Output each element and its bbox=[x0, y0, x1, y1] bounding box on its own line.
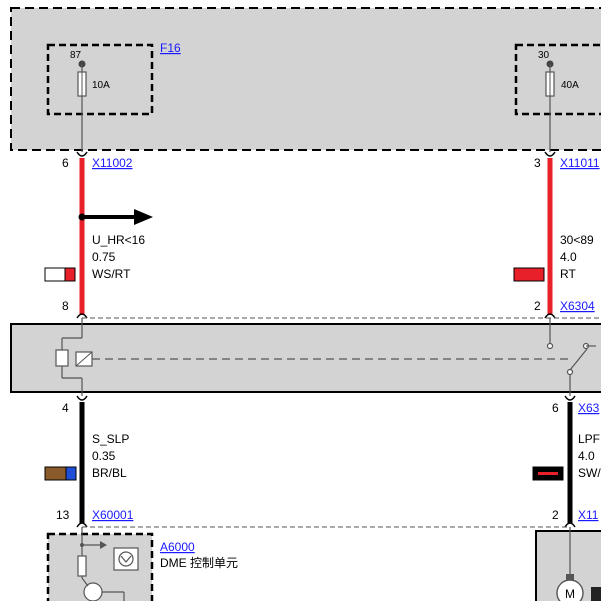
connector-left-4-pin: 4 bbox=[62, 401, 69, 415]
connector-x6304-pin: 2 bbox=[534, 299, 541, 313]
connector-left-4-symbol bbox=[76, 395, 88, 401]
connector-x11002-symbol bbox=[76, 151, 88, 157]
motor-symbol: M bbox=[565, 587, 575, 601]
wire-2-signal: 30<89 bbox=[560, 233, 594, 247]
connector-x11011-symbol bbox=[544, 151, 556, 157]
fuse-box-panel bbox=[10, 7, 601, 151]
wire-4-color-swatch bbox=[532, 466, 564, 481]
connector-x6304-link[interactable]: X6304 bbox=[560, 299, 595, 313]
wire-4-gauge: 4.0 bbox=[578, 449, 595, 463]
dme-resistor-icon bbox=[77, 555, 87, 577]
branch-arrow-head bbox=[134, 209, 153, 225]
fuse-1-pin: 87 bbox=[70, 50, 82, 61]
connector-x11-link[interactable]: X11 bbox=[578, 508, 599, 522]
connector-x63-link[interactable]: X63 bbox=[578, 401, 600, 415]
connector-x11-pin: 2 bbox=[552, 508, 559, 522]
connector-x11002-link[interactable]: X11002 bbox=[92, 156, 133, 170]
relay-coil-icon bbox=[55, 349, 69, 367]
dme-module-link[interactable]: A6000 bbox=[160, 540, 195, 554]
wire-3-signal: S_SLP bbox=[92, 432, 129, 446]
fuse-2-frame bbox=[514, 43, 601, 116]
connector-x60001-symbol bbox=[76, 522, 88, 528]
connector-x63-pin: 6 bbox=[552, 401, 559, 415]
connector-x60001-link[interactable]: X60001 bbox=[92, 508, 134, 522]
connector-left-8-symbol bbox=[76, 313, 88, 319]
connector-x11011-pin: 3 bbox=[534, 156, 541, 170]
wire-3-color-swatch bbox=[44, 466, 77, 481]
wire-1-signal: U_HR<16 bbox=[92, 233, 145, 247]
connector-left-8-pin: 8 bbox=[62, 299, 69, 313]
relay-switch-arm bbox=[569, 348, 588, 371]
connector-x60001-pin: 13 bbox=[56, 508, 70, 522]
wire-4-signal: LPF bbox=[578, 432, 600, 446]
wire-1-color-swatch bbox=[44, 267, 76, 282]
wire-4-color-code: SW/ bbox=[578, 466, 601, 480]
fuse-box-link[interactable]: F16 bbox=[160, 41, 181, 55]
connector-x11011-link[interactable]: X11011 bbox=[560, 156, 600, 170]
fuse-1-frame bbox=[46, 43, 154, 116]
relay-contact-bottom bbox=[566, 368, 574, 376]
relay-contact-top bbox=[546, 342, 554, 350]
dme-module-description: DME 控制单元 bbox=[160, 556, 238, 570]
connector-x63-symbol bbox=[564, 395, 576, 401]
fuse-2-pin: 30 bbox=[538, 50, 550, 61]
relay-panel bbox=[10, 323, 601, 393]
wire-3-gauge: 0.35 bbox=[92, 449, 116, 463]
fuse-1-rating: 10A bbox=[92, 80, 110, 91]
wire-3-color-code: BR/BL bbox=[92, 466, 127, 480]
connector-x11-symbol bbox=[564, 522, 576, 528]
connector-x6304-symbol bbox=[544, 313, 556, 319]
motor-connector-block bbox=[591, 587, 601, 601]
wire-1-color-code: WS/RT bbox=[92, 267, 131, 281]
dme-transistor-icon bbox=[83, 582, 103, 601]
wire-2-gauge: 4.0 bbox=[560, 250, 577, 264]
wire-2-color-code: RT bbox=[560, 267, 576, 281]
dme-sensor-icon bbox=[113, 547, 139, 571]
wire-1-gauge: 0.75 bbox=[92, 250, 116, 264]
wire-2-color-swatch bbox=[513, 267, 545, 282]
connector-x11002-pin: 6 bbox=[62, 156, 69, 170]
fuse-2-rating: 40A bbox=[561, 80, 579, 91]
